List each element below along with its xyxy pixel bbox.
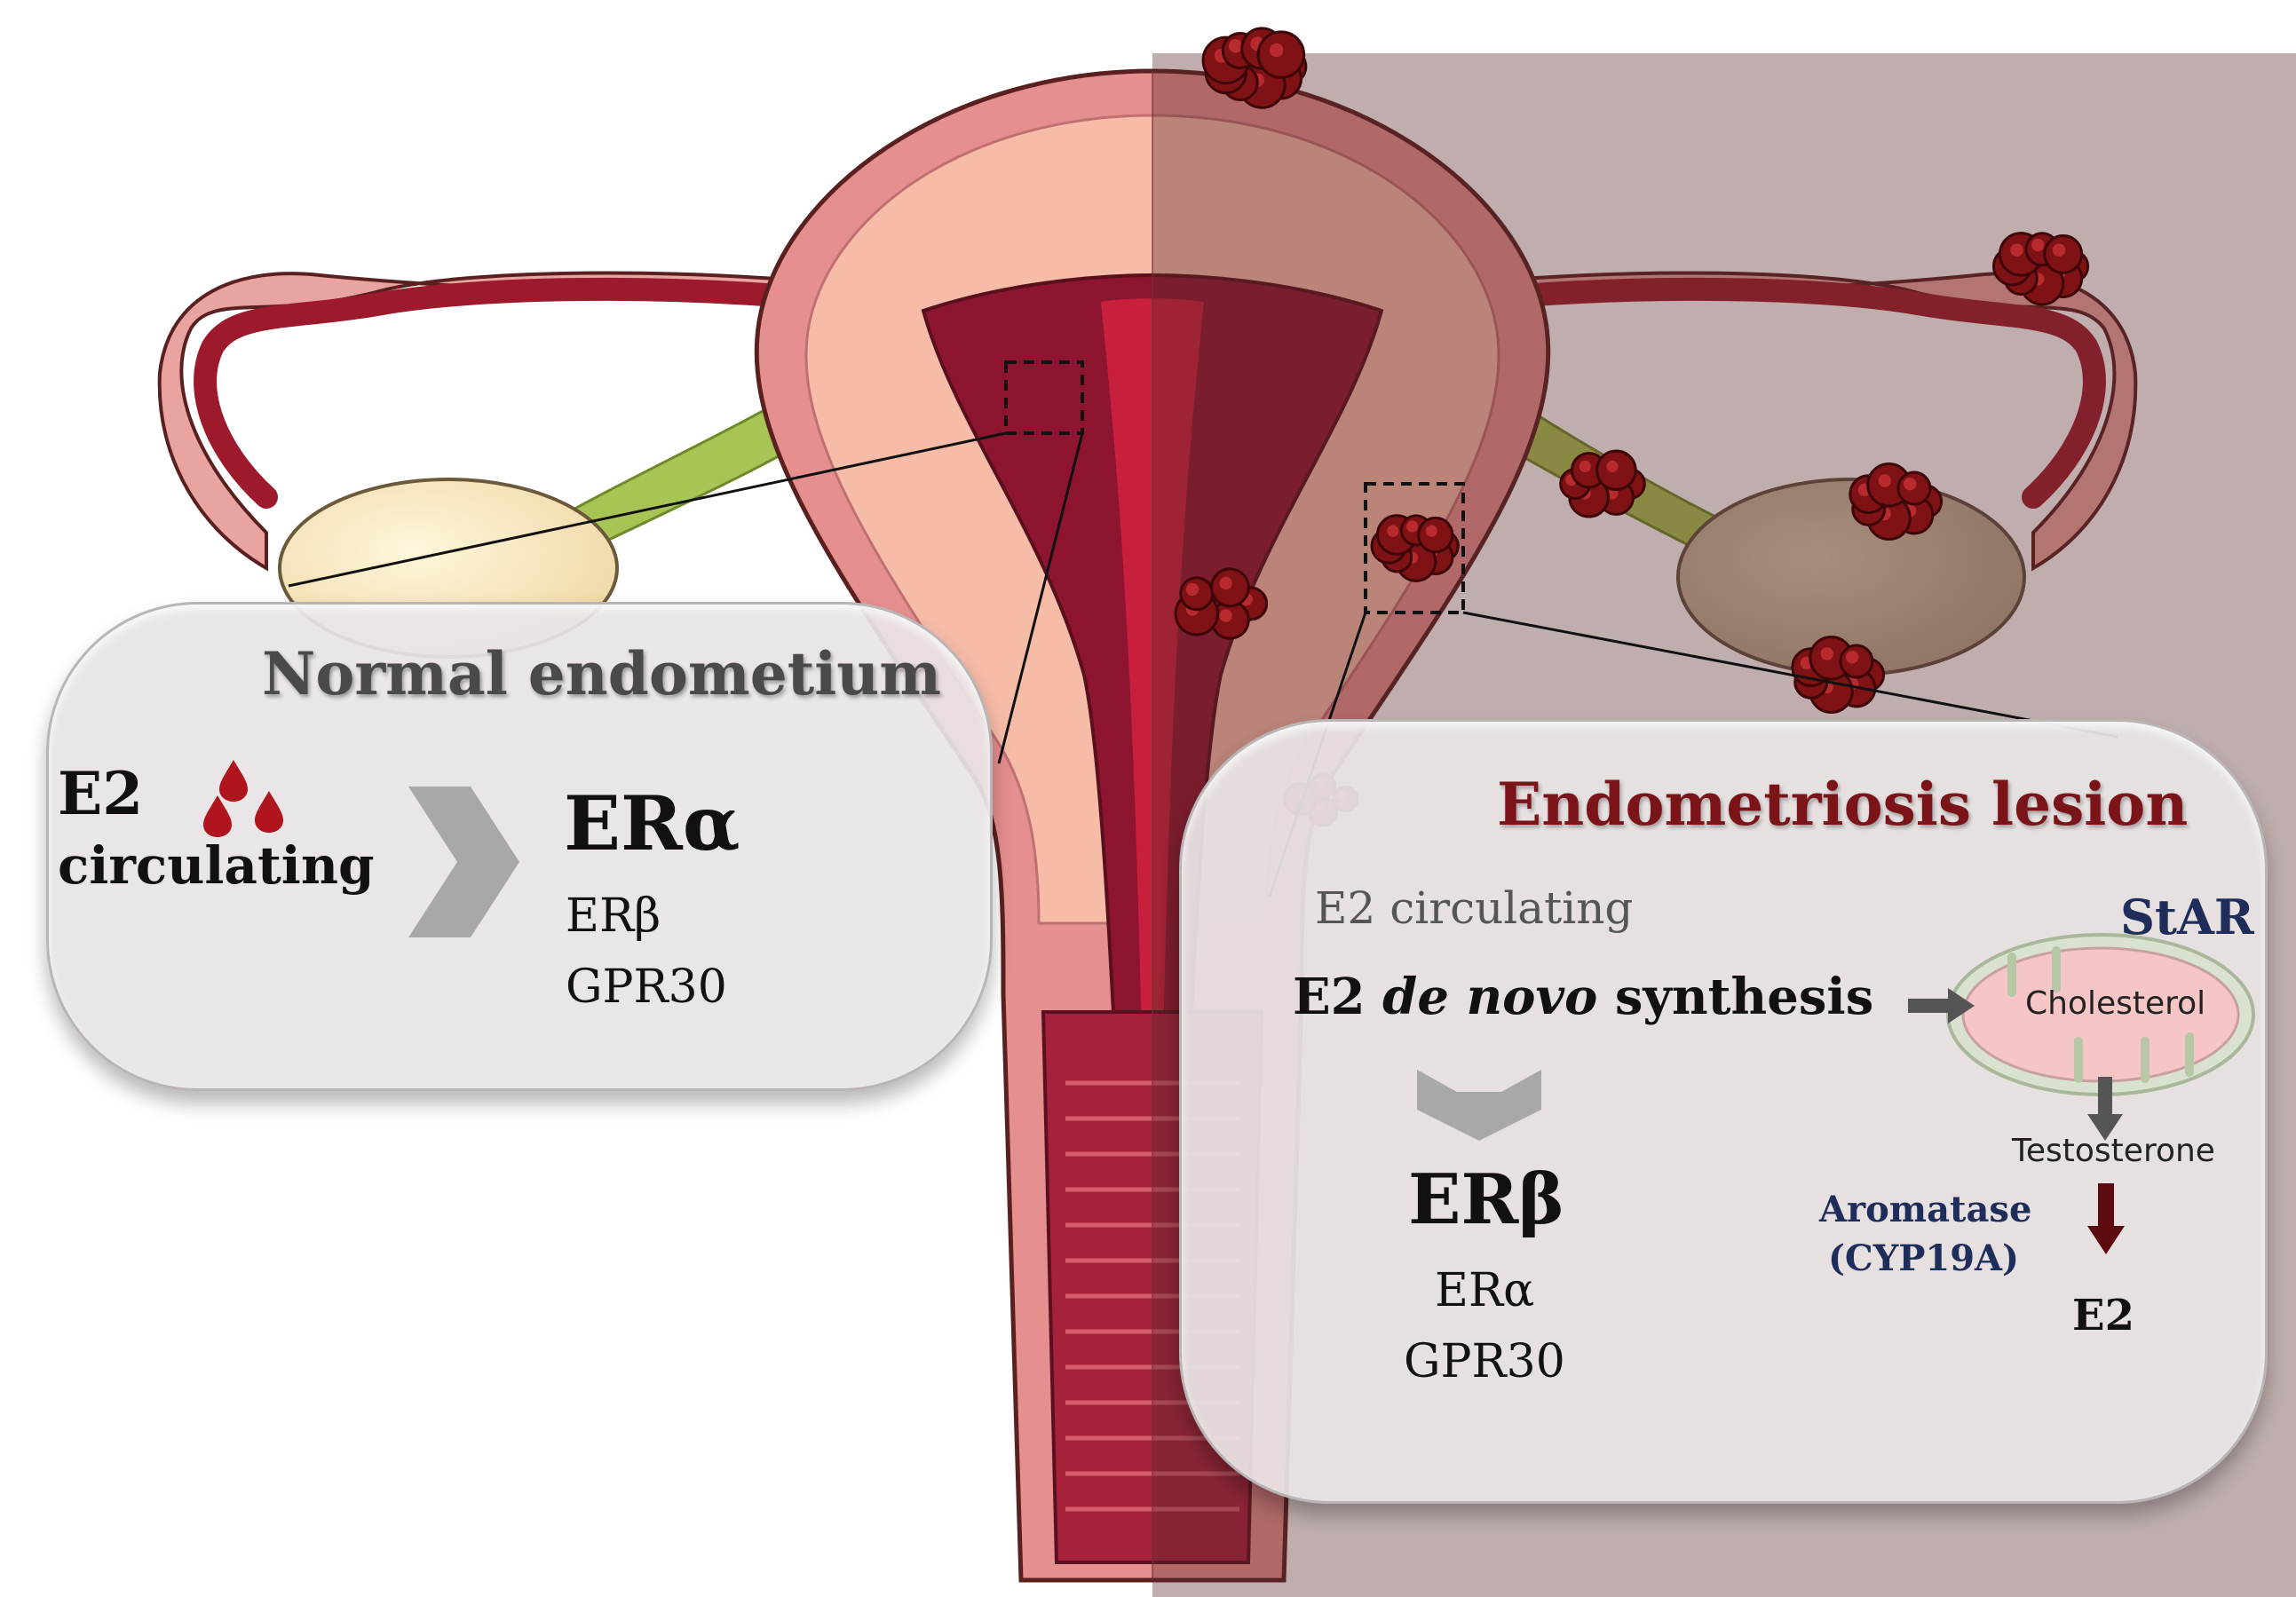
lesion-uterine-wall-lower <box>1174 567 1269 640</box>
zoom-line-normal-a <box>288 431 1007 588</box>
lesion-nodule-highlight <box>1406 520 1419 533</box>
synthesis-italic: de novo <box>1382 968 1598 1026</box>
mitochondrion-icon <box>1946 933 2255 1096</box>
lesion-nodule-highlight <box>1219 609 1232 622</box>
lesion-nodule-highlight <box>1228 38 1243 53</box>
lesion-nodule-highlight <box>1387 525 1399 537</box>
star-label: StAR <box>2120 889 2254 945</box>
cholesterol-label: Cholesterol <box>2025 985 2206 1022</box>
lesion-nodule-highlight <box>1425 525 1437 537</box>
synthesis-prefix: E2 <box>1293 968 1383 1026</box>
lesion-nodule-highlight <box>1219 576 1232 590</box>
lesion-nodule-highlight <box>1579 460 1591 472</box>
lesion-right-ovary-top <box>1849 462 1944 541</box>
zoom-box-lesion <box>1364 482 1465 614</box>
lesion-nodule-highlight <box>1820 647 1833 660</box>
arrow-right-icon <box>1908 988 1975 1024</box>
lesion-nodule-highlight <box>1903 477 1917 491</box>
normal-panel-title: Normal endometium <box>262 639 942 708</box>
normal-receptor-erb: ERβ <box>566 889 661 943</box>
arrow-down-grey-icon <box>2087 1077 2123 1141</box>
lesion-nodule-highlight <box>2052 243 2066 257</box>
lesion-nodule-highlight <box>1878 474 1891 487</box>
right-fallopian-tube-inner <box>1400 277 2106 509</box>
lesion-nodule-highlight <box>1185 582 1199 597</box>
normal-endometrium-panel: Normal endometium E2 circulating ERα ERβ… <box>46 602 993 1091</box>
aromatase-gene-label: (CYP19A) <box>1828 1237 2020 1279</box>
lesion-nodule-highlight <box>1269 43 1284 58</box>
e2-circulating-label: E2 circulating <box>1315 882 1634 934</box>
e2-label: E2 <box>58 759 144 828</box>
normal-receptor-gpr30: GPR30 <box>566 961 727 1014</box>
zoom-line-lesion-a <box>1462 611 2118 739</box>
chevron-down-icon <box>1417 1070 1541 1141</box>
lesion-right-tube <box>1992 232 2090 306</box>
chevron-right-icon <box>408 787 519 937</box>
de-novo-synthesis-label: E2 de novo synthesis <box>1293 972 1873 1022</box>
lesion-fundus <box>1201 27 1308 109</box>
e2-product-label: E2 <box>2072 1291 2134 1340</box>
zoom-line-normal-b <box>997 432 1084 764</box>
lesion-uterine-wall-upper <box>1370 514 1460 582</box>
left-fallopian-tube-inner <box>194 277 899 509</box>
testosterone-label: Testosterone <box>2012 1133 2215 1169</box>
aromatase-label: Aromatase <box>1819 1189 2032 1230</box>
lesion-nodule-highlight <box>1845 650 1859 664</box>
lesion-right-ligament <box>1559 449 1646 518</box>
lesion-nodule-highlight <box>2010 243 2023 257</box>
arrow-down-red-icon <box>2087 1183 2125 1254</box>
blood-drops-icon <box>203 760 283 837</box>
zoom-box-normal <box>1004 360 1084 435</box>
lesion-primary-receptor: ERβ <box>1408 1159 1565 1240</box>
lesion-panel-title: Endometriosis lesion <box>1497 770 2189 839</box>
lesion-nodule-highlight <box>1606 460 1619 472</box>
lesion-receptor-gpr30: GPR30 <box>1404 1335 1565 1388</box>
lesion-receptor-era: ERα <box>1435 1264 1535 1317</box>
synthesis-suffix: synthesis <box>1597 968 1874 1026</box>
circulating-label: circulating <box>58 835 375 896</box>
endometriosis-lesion-panel: Endometriosis lesion E2 circulating E2 d… <box>1179 719 2268 1504</box>
lesion-nodule-highlight <box>2031 238 2045 252</box>
normal-primary-receptor: ERα <box>564 779 740 867</box>
